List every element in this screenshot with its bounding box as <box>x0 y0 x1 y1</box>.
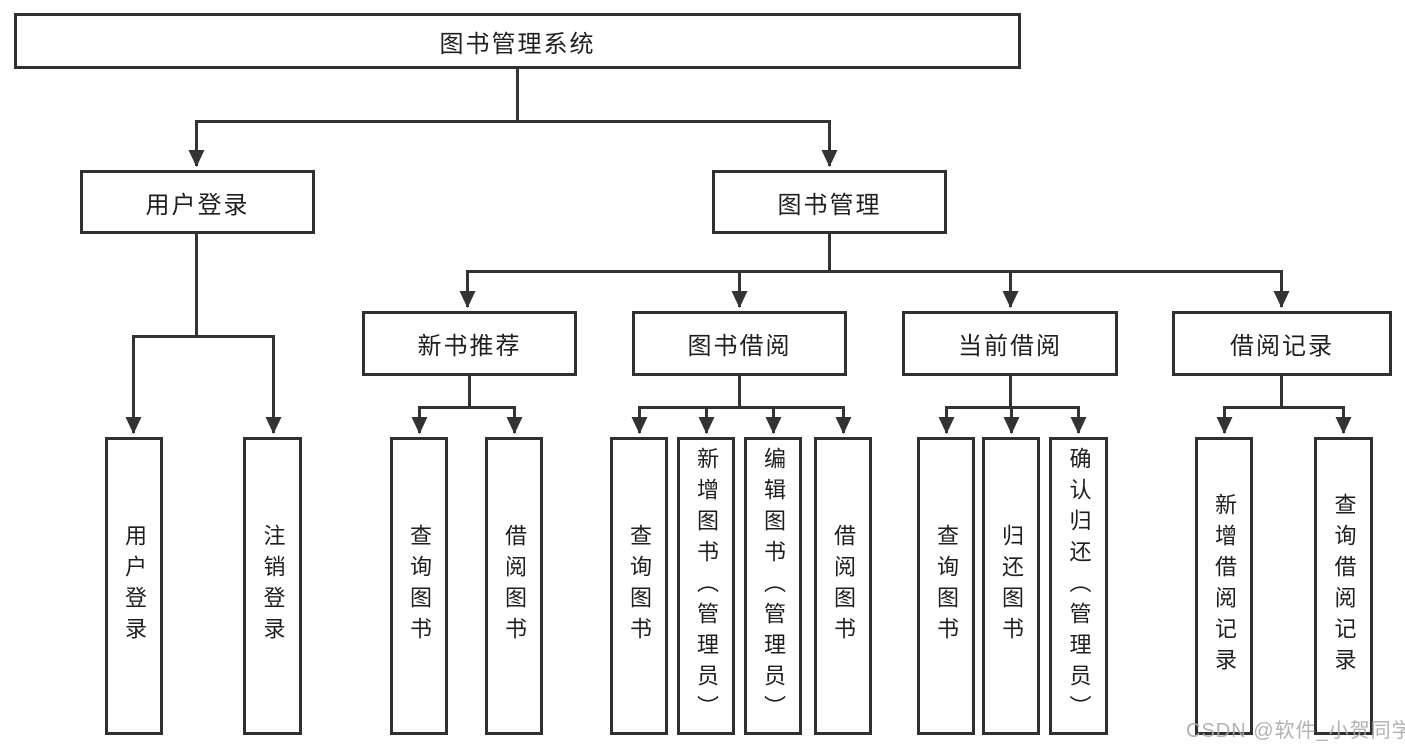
node-new-book-recommendation-label: 新书推荐 <box>417 333 522 360</box>
watermark-text: CSDN @软件_小贺同学 <box>1186 720 1405 742</box>
node-book-borrowing-label: 图书借阅 <box>687 333 792 360</box>
leaf-recommend-query-books: 查询图书 <box>390 437 448 735</box>
leaf-current-query-books-label: 查询图书 <box>934 524 959 648</box>
leaf-logout-login-label: 注销登录 <box>260 524 286 648</box>
leaf-logout-login: 注销登录 <box>243 437 302 735</box>
node-current-borrowing-label: 当前借阅 <box>958 333 1062 360</box>
leaf-recommend-borrow-books-label: 借阅图书 <box>502 524 527 648</box>
leaf-confirm-return-admin-label: 确认归还（管理员） <box>1066 446 1092 726</box>
leaf-add-borrow-record: 新增借阅记录 <box>1195 437 1253 735</box>
leaf-edit-book-admin: 编辑图书（管理员） <box>744 437 802 735</box>
node-current-borrowing: 当前借阅 <box>902 311 1118 376</box>
leaf-borrowing-borrow-books-label: 借阅图书 <box>831 524 856 648</box>
node-borrowing-records-label: 借阅记录 <box>1230 333 1334 360</box>
node-borrowing-records: 借阅记录 <box>1172 311 1392 376</box>
node-user-login: 用户登录 <box>80 170 315 234</box>
leaf-add-borrow-record-label: 新增借阅记录 <box>1212 493 1237 679</box>
leaf-confirm-return-admin: 确认归还（管理员） <box>1049 437 1108 735</box>
leaf-user-login: 用户登录 <box>105 437 163 735</box>
leaf-query-borrow-record: 查询借阅记录 <box>1314 437 1373 735</box>
leaf-user-login-label: 用户登录 <box>122 524 147 648</box>
leaf-borrowing-borrow-books: 借阅图书 <box>814 437 872 735</box>
leaf-recommend-query-books-label: 查询图书 <box>407 524 432 648</box>
leaf-borrowing-query-books-label: 查询图书 <box>627 524 652 648</box>
node-user-login-label: 用户登录 <box>145 191 250 219</box>
node-book-management: 图书管理 <box>712 170 947 234</box>
leaf-query-borrow-record-label: 查询借阅记录 <box>1331 493 1357 679</box>
node-library-system: 图书管理系统 <box>14 13 1021 69</box>
leaf-return-books: 归还图书 <box>982 437 1040 735</box>
leaf-add-book-admin: 新增图书（管理员） <box>677 437 735 735</box>
node-book-borrowing: 图书借阅 <box>632 311 847 376</box>
leaf-recommend-borrow-books: 借阅图书 <box>485 437 543 735</box>
node-library-system-label: 图书管理系统 <box>439 30 596 58</box>
node-book-management-label: 图书管理 <box>777 191 882 219</box>
leaf-add-book-admin-label: 新增图书（管理员） <box>694 446 719 726</box>
node-new-book-recommendation: 新书推荐 <box>362 311 577 376</box>
leaf-borrowing-query-books: 查询图书 <box>610 437 668 735</box>
leaf-edit-book-admin-label: 编辑图书（管理员） <box>761 446 786 726</box>
leaf-return-books-label: 归还图书 <box>999 524 1024 648</box>
leaf-current-query-books: 查询图书 <box>917 437 975 735</box>
